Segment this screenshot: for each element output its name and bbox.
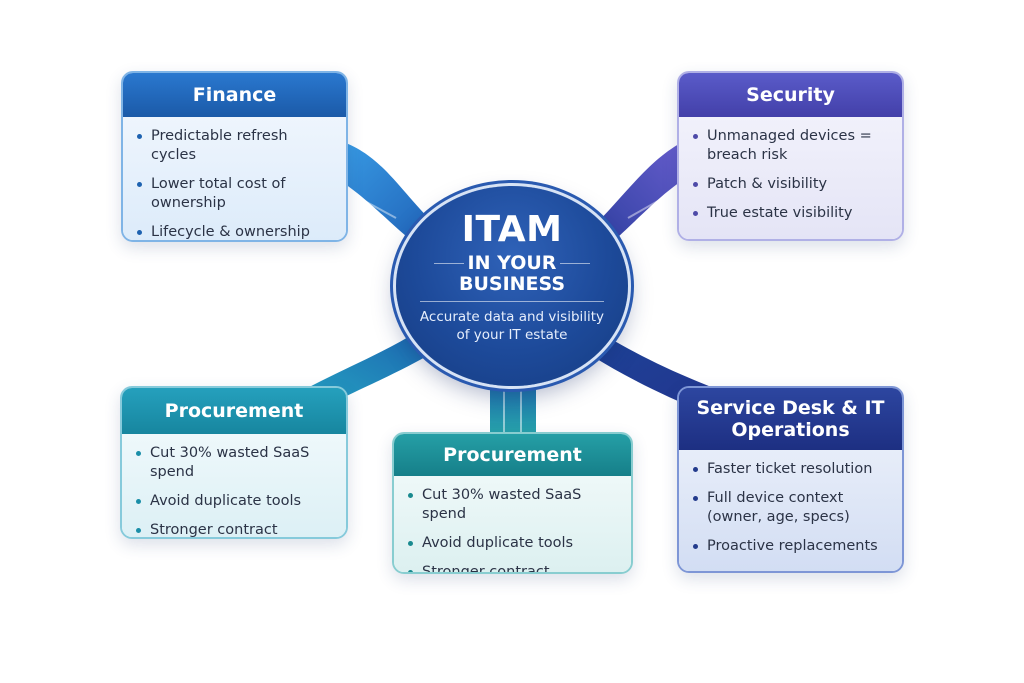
security-card-title: Security (679, 73, 902, 117)
hub-line-2: BUSINESS (458, 273, 566, 295)
finance-card-title: Finance (123, 73, 346, 117)
list-item: Lifecycle & ownership data (137, 223, 334, 240)
security-card: Security Unmanaged devices = breach risk… (677, 71, 904, 241)
procurement-center-title: Procurement (394, 434, 631, 476)
connector-finance (325, 140, 438, 248)
connector-procurement-center (490, 382, 536, 436)
connector-security (590, 140, 696, 248)
procurement-card-left: Procurement Cut 30% wasted SaaS spend Av… (120, 386, 348, 539)
list-item: Lower total cost of ownership (137, 175, 334, 213)
hub-subtitle: Accurate data and visibility of your IT … (419, 309, 605, 343)
list-item: Stronger contract negotiations (136, 521, 334, 537)
finance-card-list: Predictable refresh cycles Lower total c… (137, 127, 334, 240)
itam-hub: ITAM IN YOUR BUSINESS Accurate data and … (396, 186, 628, 386)
security-card-list: Unmanaged devices = breach risk Patch & … (693, 127, 890, 223)
hub-title: ITAM (461, 209, 563, 250)
list-item: Patch & visibility (693, 175, 890, 194)
hub-divider-left (434, 263, 464, 264)
service-desk-card: Service Desk & IT Operations Faster tick… (677, 386, 904, 573)
hub-divider (420, 301, 604, 302)
list-item: Full device context (owner, age, specs) (693, 489, 890, 527)
list-item: Predictable refresh cycles (137, 127, 334, 165)
hub-divider-right (560, 263, 590, 264)
finance-card: Finance Predictable refresh cycles Lower… (121, 71, 348, 242)
procurement-left-title: Procurement (122, 388, 346, 434)
list-item: Stronger contract negotiations (408, 563, 619, 572)
list-item: Avoid duplicate tools (136, 492, 334, 511)
service-desk-card-title: Service Desk & IT Operations (679, 388, 902, 450)
list-item: Proactive replacements (693, 537, 890, 556)
list-item: Cut 30% wasted SaaS spend (136, 444, 334, 482)
list-item: Cut 30% wasted SaaS spend (408, 486, 619, 524)
list-item: Faster ticket resolution (693, 460, 890, 479)
hub-line-1: IN YOUR (467, 252, 557, 274)
list-item: Avoid duplicate tools (408, 534, 619, 553)
procurement-left-list: Cut 30% wasted SaaS spend Avoid duplicat… (136, 444, 334, 537)
list-item: Unmanaged devices = breach risk (693, 127, 890, 165)
procurement-center-list: Cut 30% wasted SaaS spend Avoid duplicat… (408, 486, 619, 572)
list-item: True estate visibility (693, 204, 890, 223)
service-desk-card-list: Faster ticket resolution Full device con… (693, 460, 890, 556)
procurement-card-center: Procurement Cut 30% wasted SaaS spend Av… (392, 432, 633, 574)
